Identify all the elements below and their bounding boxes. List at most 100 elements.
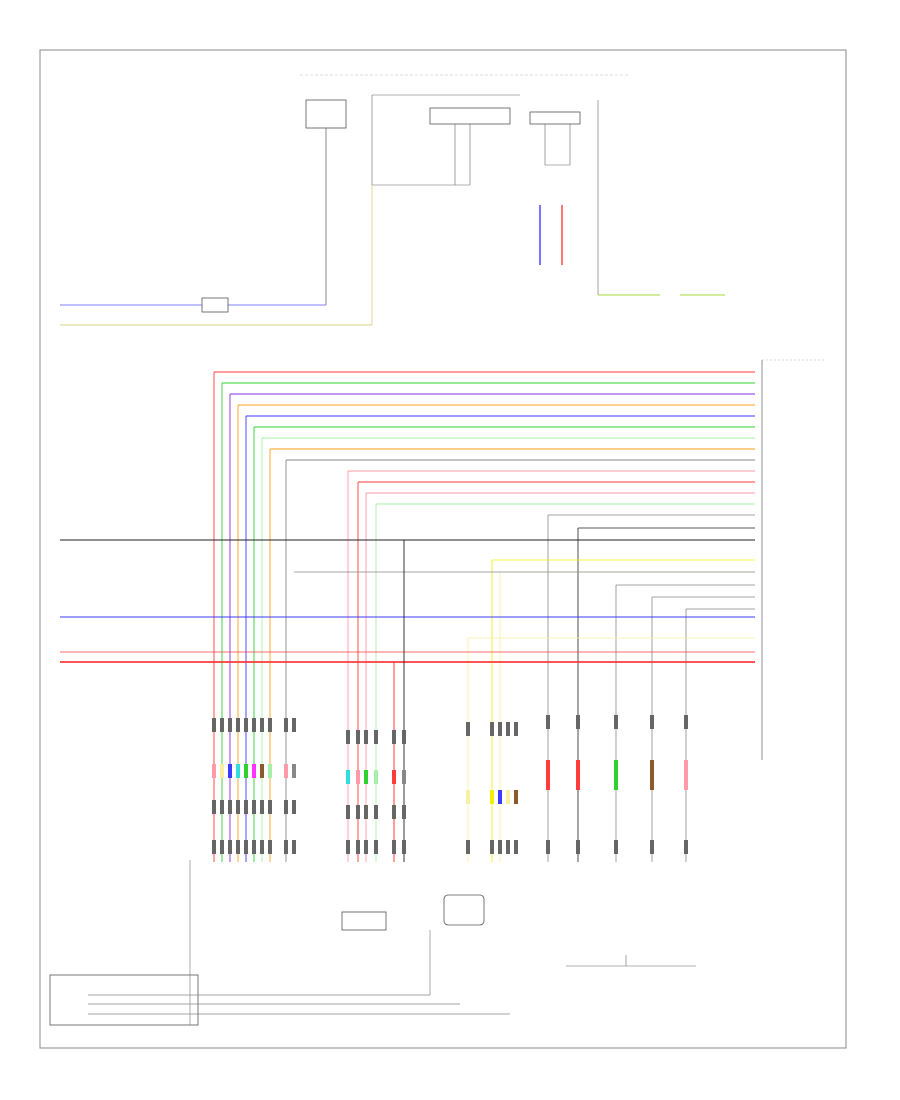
connector-pin [346, 805, 350, 819]
connector-pin [364, 730, 368, 744]
connector-pin [392, 770, 396, 784]
connector-pin [576, 760, 580, 790]
connector-pin [252, 764, 256, 778]
connector-pin [292, 840, 296, 854]
connector-pin [284, 718, 288, 732]
connector-pin [284, 800, 288, 814]
connector-pin [650, 715, 654, 729]
connector-pin [364, 840, 368, 854]
connector-pin [490, 722, 494, 736]
connector-pin [402, 730, 406, 744]
connector-pin [356, 730, 360, 744]
connector-pin [614, 715, 618, 729]
connector-pin [268, 800, 272, 814]
connector-pin [490, 790, 494, 804]
connector-pin [268, 840, 272, 854]
connector-pin [614, 840, 618, 854]
connector-pin [346, 840, 350, 854]
connector-pin [466, 790, 470, 804]
connector-pin [236, 840, 240, 854]
connector-pin [506, 722, 510, 736]
connector-pin [284, 764, 288, 778]
connector-pin [212, 800, 216, 814]
connector-pin [466, 722, 470, 736]
meter-block-box [429, 107, 511, 125]
connector-pin [490, 840, 494, 854]
lower-left-module [49, 974, 199, 1026]
connector-pin [374, 770, 378, 784]
connector-pin [374, 840, 378, 854]
connector-pin [356, 805, 360, 819]
connector-pin [292, 718, 296, 732]
connector-pin [220, 800, 224, 814]
connector-pin [346, 770, 350, 784]
connector-pin [546, 840, 550, 854]
connector-pin [506, 790, 510, 804]
connector-pin [514, 840, 518, 854]
connector-pin [260, 800, 264, 814]
connector-pin [260, 840, 264, 854]
connector-pin [292, 800, 296, 814]
connector-pin [506, 840, 510, 854]
connector-pin [228, 764, 232, 778]
connector-pin [268, 764, 272, 778]
connector-pin [374, 730, 378, 744]
connector-pin [546, 715, 550, 729]
left-component-box [201, 297, 229, 313]
connector-pin [684, 760, 688, 790]
connector-pin [260, 718, 264, 732]
connector-pin [514, 722, 518, 736]
meter-controller-box [529, 111, 581, 125]
connector-pin [228, 800, 232, 814]
connector-pin [252, 840, 256, 854]
connector-pin [212, 718, 216, 732]
connector-pin [236, 800, 240, 814]
connector-pin [374, 805, 378, 819]
connector-pin [292, 764, 296, 778]
connector-pin [284, 840, 288, 854]
connector-pin [364, 805, 368, 819]
connector-pin [514, 790, 518, 804]
connector-pin [212, 764, 216, 778]
connector-pin [650, 840, 654, 854]
connector-pin [346, 730, 350, 744]
connector-pin [392, 730, 396, 744]
meter-unit-box [305, 99, 347, 129]
connector-pin [268, 718, 272, 732]
harness-wires [60, 371, 755, 862]
connector-pin [576, 840, 580, 854]
connector-pin [212, 840, 216, 854]
connector-pin [228, 718, 232, 732]
connector-pin [244, 718, 248, 732]
connector-pin [684, 715, 688, 729]
connector-pin [252, 800, 256, 814]
connector-pin [252, 718, 256, 732]
connector-pin [236, 718, 240, 732]
connector-pin [498, 840, 502, 854]
connector-pin [228, 840, 232, 854]
connector-pin [244, 840, 248, 854]
connector-pin [392, 840, 396, 854]
connector-pin [402, 840, 406, 854]
connector-pin [260, 764, 264, 778]
connector-pin [356, 840, 360, 854]
connector-pin [466, 840, 470, 854]
connector-pin [684, 840, 688, 854]
connector-pin [402, 770, 406, 784]
connector-pin [220, 718, 224, 732]
connector-pin [356, 770, 360, 784]
connector-pin [392, 805, 396, 819]
connector-pin [236, 764, 240, 778]
connector-pin [576, 715, 580, 729]
connector-pin [614, 760, 618, 790]
connector-pin [364, 770, 368, 784]
connector-pin [244, 764, 248, 778]
diagram-frame [39, 49, 847, 1049]
connector-pin [498, 722, 502, 736]
module-box-center [341, 911, 387, 931]
module-box-right [443, 894, 485, 926]
connector-pin [546, 760, 550, 790]
connector-pin [220, 840, 224, 854]
connector-pin [244, 800, 248, 814]
